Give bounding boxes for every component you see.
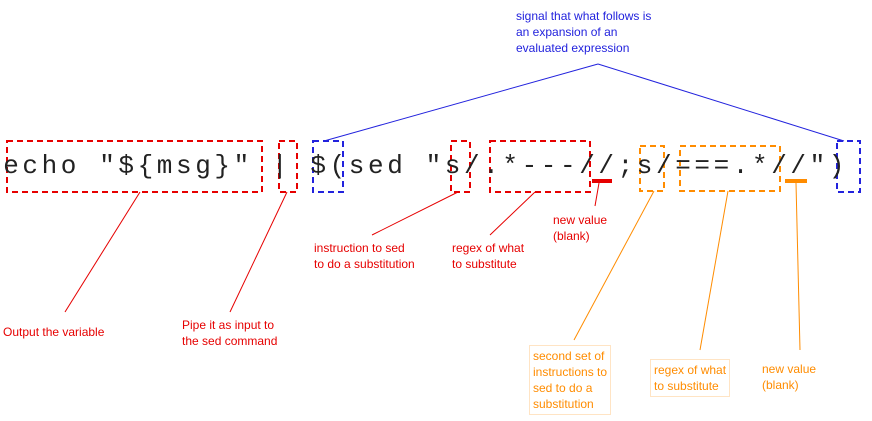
label-regex-second: regex of what to substitute [650,359,731,397]
new-value-line-2 [795,182,801,351]
label-new-value-first: new value (blank) [553,213,608,243]
command-char: e [367,151,384,181]
command-char: / [771,151,787,181]
label-signal: signal that what follows is an expansion… [516,9,652,55]
signal-line-left [323,63,599,142]
s-command-box [450,140,471,193]
command-char: g [195,151,211,181]
signal-line-right [597,63,845,142]
close-paren-box [836,140,861,193]
command-char: = [713,151,730,181]
dollar-box [312,140,344,193]
command-char: s [636,151,653,181]
command-char: " [233,151,250,181]
command-char: $ [310,151,326,181]
new-value-line-1 [594,182,600,207]
pipe-line [229,191,288,313]
second-instructions-line [573,190,655,341]
command-char: . [483,151,499,181]
command-char: ; [617,151,634,181]
command-char: s [175,151,192,181]
label-regex-first: regex of what to substitute [452,241,525,271]
command-char: s [444,151,461,181]
command-char: - [559,151,576,181]
command-char: . [732,151,749,181]
pipe-box [278,140,298,193]
regex-line-1 [489,191,536,236]
command-char: m [156,151,173,181]
label-output-variable: Output the variable [3,325,105,339]
command-char: ) [828,151,845,181]
command-char: $ [118,151,134,181]
command-char: / [598,151,614,181]
command-char: / [790,151,806,181]
label-pipe: Pipe it as input to the sed command [182,318,278,348]
label-new-value-second: new value (blank) [762,362,817,392]
command-char: / [655,151,672,181]
command-char: " [809,151,826,181]
regex-box-1 [489,140,591,193]
command-char: | [271,151,288,181]
regex-box-2 [679,145,781,192]
command-char: = [694,151,710,181]
echo-box [6,140,263,193]
s-command-box-2 [639,145,665,192]
output-variable-line [64,191,141,313]
command-char: = [675,151,691,181]
command-char: * [502,151,518,181]
label-instruction-substitute: instruction to sed to do a substitution [314,241,415,271]
command-char: o [60,151,77,181]
instruction-line [371,191,459,236]
command-char: s [348,151,365,181]
regex-line-2 [699,190,729,351]
command-char: " [99,151,115,181]
command-char: - [521,151,538,181]
command-char: / [463,151,480,181]
command-char: / [579,151,595,181]
command-char: c [22,151,38,181]
command-char: - [540,151,557,181]
command-char: ( [329,151,346,181]
label-second-instructions: second set of instructions to sed to do … [529,345,612,415]
command-char: } [214,151,230,181]
command-char: h [41,151,58,181]
command-char: d [387,151,403,181]
command-char: " [425,151,442,181]
command-char: * [751,151,768,181]
command-char: { [137,151,154,181]
command-char: e [3,151,19,181]
